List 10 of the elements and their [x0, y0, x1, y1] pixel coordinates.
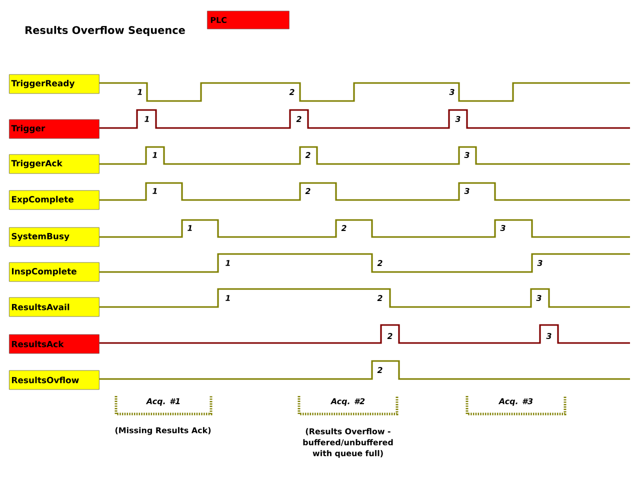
- signal-box: TriggerAck: [9, 154, 100, 174]
- title: Results Overflow Sequence: [26, 26, 185, 36]
- signal-box: ExpComplete: [9, 190, 100, 210]
- signal-box: Trigger: [9, 119, 100, 139]
- signal-box: ResultsAck: [9, 334, 100, 354]
- signal-box: TriggerReady: [9, 74, 100, 94]
- signal-box: ResultsOvflow: [9, 370, 100, 390]
- signal-box: SystemBusy: [9, 227, 100, 247]
- signal-box: ResultsAvail: [9, 297, 100, 317]
- signal-box: InspComplete: [9, 262, 100, 282]
